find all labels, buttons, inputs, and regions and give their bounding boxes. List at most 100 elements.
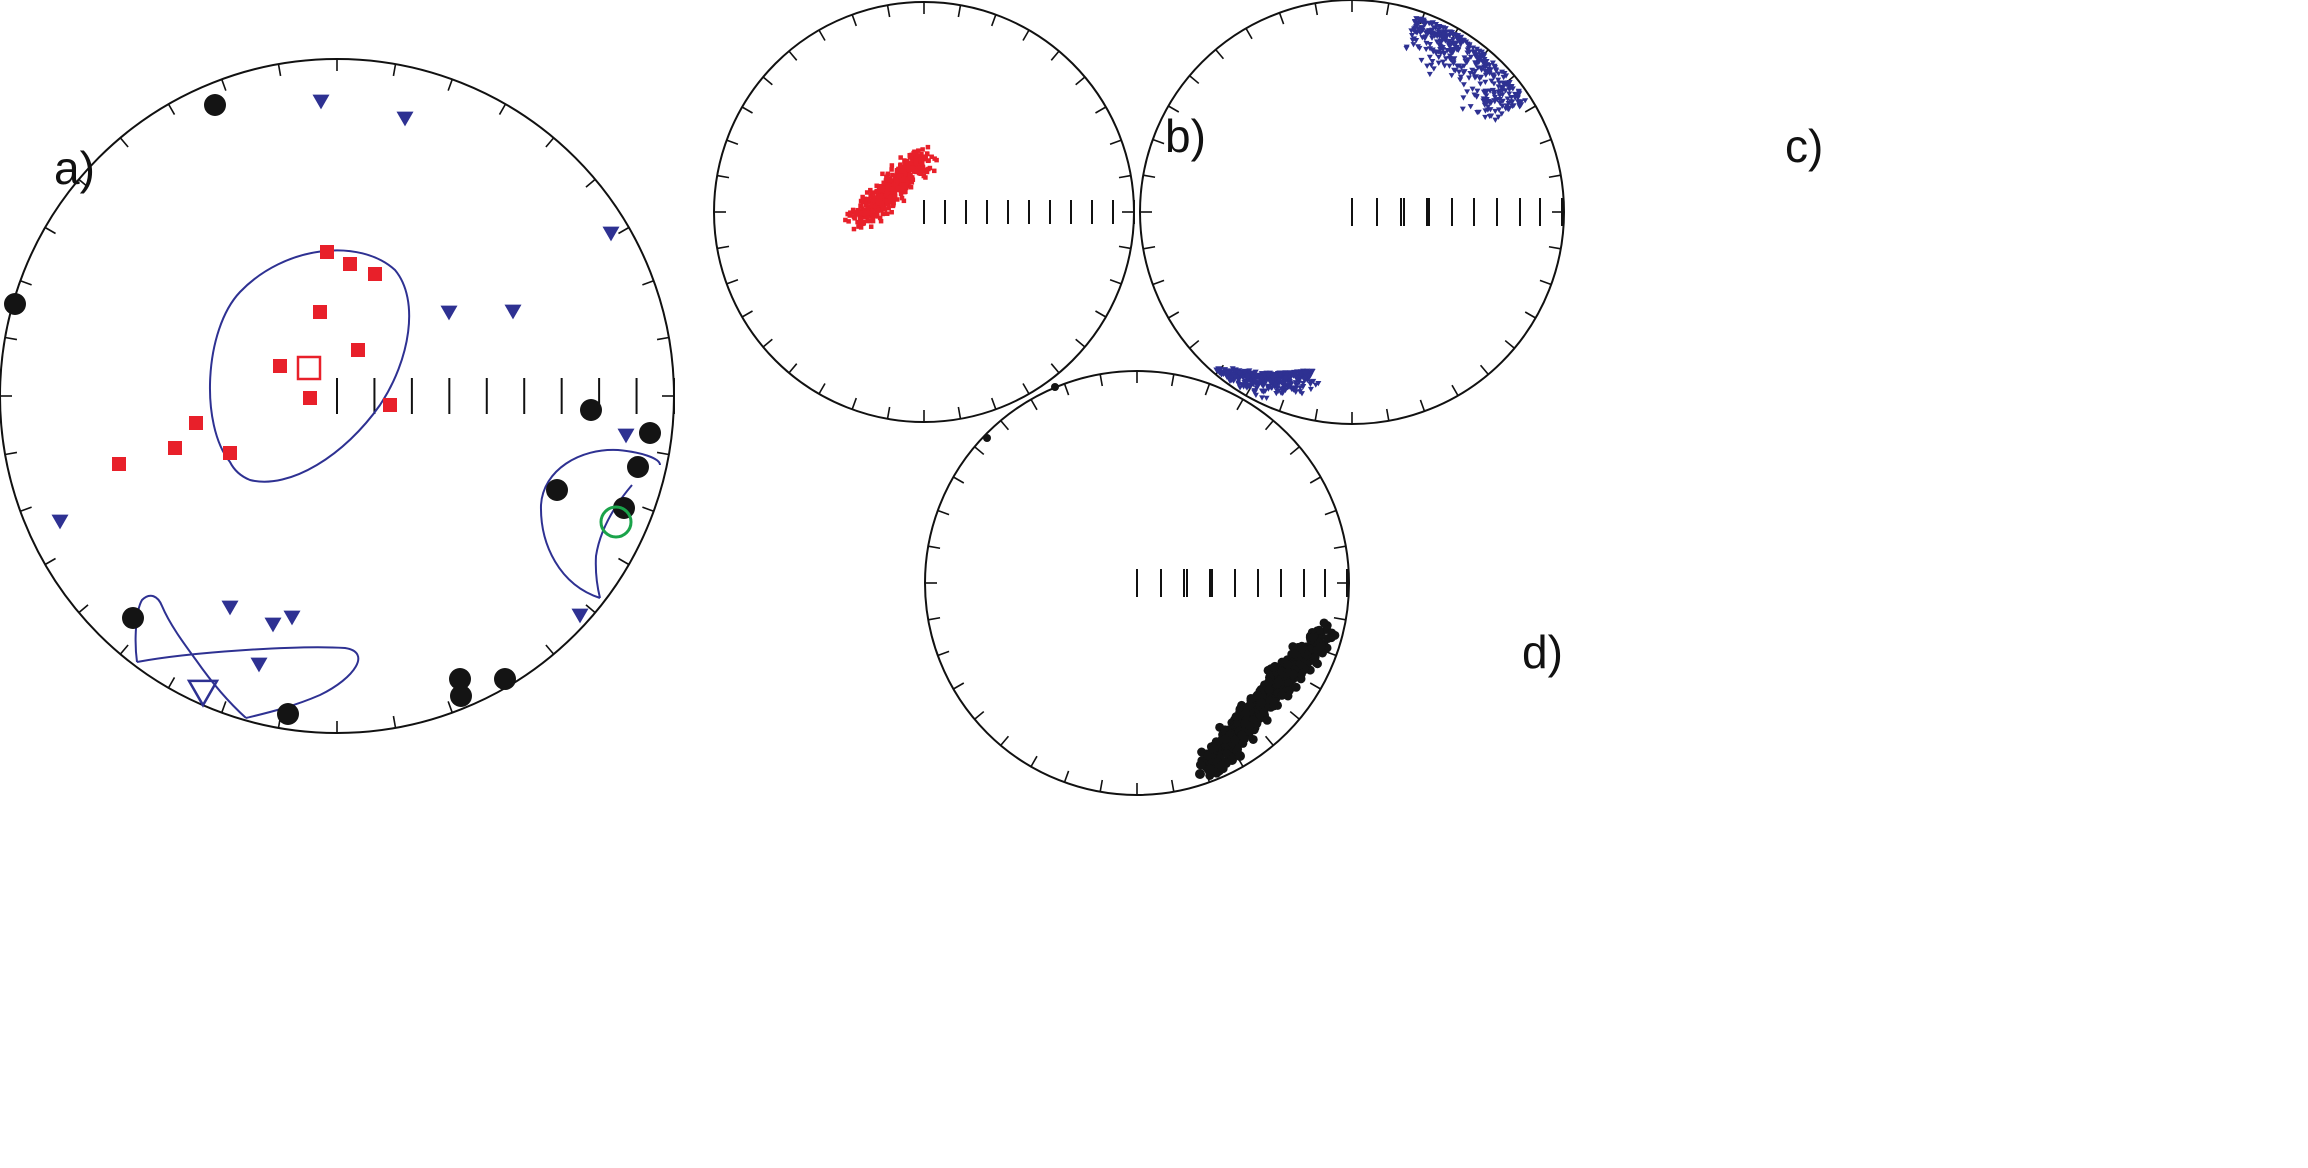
primitive-tick [1539,279,1552,286]
blue-sample [1518,99,1525,105]
blue-sample [1426,28,1433,34]
panel-b: b) [713,1,1206,423]
black-sample [1230,735,1240,745]
stereonet-a-points [4,94,661,725]
blue-triangle [312,94,330,110]
red-sample [914,168,919,174]
red-sample [866,196,871,202]
primitive-tick [726,139,739,146]
blue-sample [1253,373,1260,379]
black-sample [1319,618,1329,628]
blue-sample [1492,117,1499,123]
blue-sample [1315,380,1322,387]
stereonet-c-cloud-blue [1213,16,1529,401]
stereonet-b-scale-bar [923,200,1135,224]
blue-sample [1292,370,1299,376]
blue-sample [1467,54,1474,60]
primitive-tick [990,14,997,27]
primitive-tick [1278,399,1285,412]
primitive-tick [957,406,962,419]
blue-sample [1440,47,1447,53]
black-sample [1288,642,1298,652]
blue-sample [1292,380,1299,386]
blue-sample [1434,39,1441,45]
primitive-tick [4,336,18,341]
primitive-tick [656,451,670,456]
red-sample [887,183,893,189]
blue-sample [1460,95,1467,101]
blue-sample [1297,389,1304,395]
red-sample [895,185,900,191]
red-sample [867,211,873,216]
blue-sample [1483,89,1490,95]
blue-sample [1478,49,1485,55]
blue-sample [1424,63,1431,69]
blue-sample [1432,21,1439,28]
blue-sample [1464,89,1471,95]
red-sample [877,215,883,221]
blue-sample [1495,107,1502,113]
blue-triangle [283,610,301,626]
blue-sample [1429,59,1436,65]
primitive-tick [1204,383,1211,396]
blue-sample [1506,91,1513,97]
blue-sample [1508,83,1515,90]
blue-sample [1460,63,1467,69]
blue-sample [1467,104,1474,110]
black-sample [1227,755,1237,765]
primitive-tick [78,178,89,188]
red-sample [868,194,873,199]
red-sample [908,175,913,181]
blue-sample [1474,88,1481,94]
red-sample [918,171,923,177]
primitive-tick [762,76,773,86]
black-sample [1205,765,1215,775]
blue-sample [1446,38,1453,45]
primitive-tick [119,644,129,655]
blue-sample [1421,36,1428,42]
red-square [273,359,287,373]
blue-sample [1287,371,1294,377]
red-sample [847,213,853,218]
primitive-tick [1022,29,1030,41]
red-sample [891,190,897,195]
primitive-tick [851,14,858,27]
blue-sample [1448,73,1455,79]
primitive-tick [1264,735,1274,746]
blue-sample [1495,84,1502,90]
blue-sample [1471,51,1478,57]
red-sample [880,206,886,212]
red-sample [884,201,889,207]
red-sample [843,217,848,223]
red-sample [920,147,925,152]
blue-sample [1506,106,1513,112]
blue-sample [1452,41,1459,47]
primitive-tick [392,715,397,729]
blue-sample [1272,382,1279,388]
red-sample [861,219,866,225]
blue-sample [1426,42,1433,48]
blue-triangle [440,305,458,321]
primitive-tick [447,701,454,713]
blue-sample [1503,103,1510,109]
primitive-tick [585,178,596,188]
red-sample [925,151,930,157]
blue-sample [1513,92,1520,98]
blue-sample [1252,379,1259,385]
primitive-tick [1168,105,1180,113]
red-sample [887,177,893,183]
blue-sample [1226,378,1233,384]
blue-sample [1457,74,1464,80]
black-sample [1314,625,1324,635]
black-sample [1203,751,1213,761]
red-sample [907,172,913,178]
blue-sample [1251,370,1258,376]
red-sample [883,193,889,198]
red-sample [851,226,857,232]
primitive-tick [1075,338,1086,348]
panel-d: d) [924,370,1563,796]
primitive-tick [78,604,89,614]
red-square [343,257,357,271]
black-sample [1269,663,1279,673]
blue-sample [1490,81,1497,87]
